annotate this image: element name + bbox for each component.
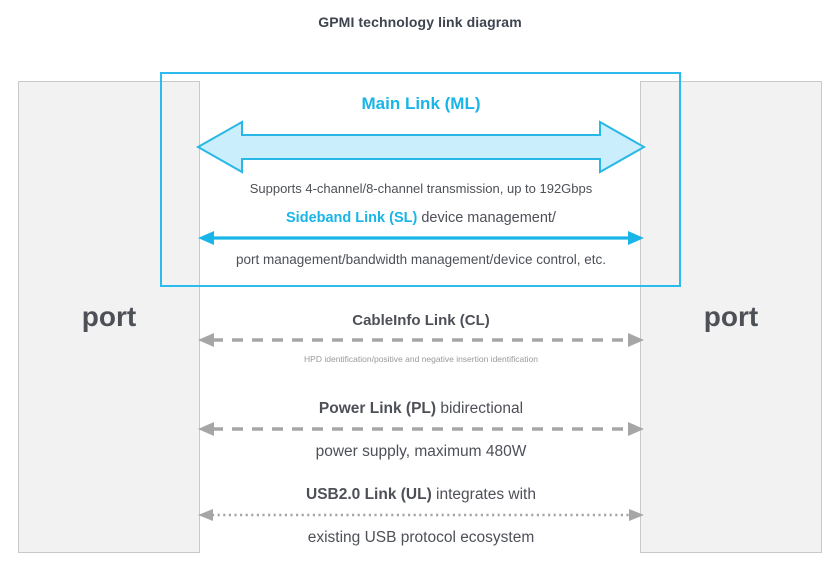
cableinfo-link-title: CableInfo Link (CL): [196, 310, 646, 331]
usb-link-suffix: integrates with: [431, 486, 536, 503]
usb-link-arrow: [196, 507, 646, 523]
solid-double-arrow-icon: [198, 231, 644, 245]
link-group-main: Main Link (ML) Supports 4-channel/8-chan…: [196, 93, 646, 198]
dashed-double-arrow-icon: [198, 422, 644, 436]
main-link-label: Main Link (ML): [361, 94, 481, 113]
sideband-link-caption: port management/bandwidth management/dev…: [236, 252, 606, 267]
power-link-title: Power Link (PL) bidirectional: [196, 398, 646, 420]
cableinfo-link-arrow: [196, 332, 646, 348]
port-box-left: port: [18, 81, 200, 553]
main-link-title: Main Link (ML): [196, 93, 646, 115]
sideband-link-arrow: [196, 230, 646, 246]
power-link-label: Power Link (PL): [318, 400, 437, 417]
link-group-cableinfo: CableInfo Link (CL) HPD identification/p…: [196, 310, 646, 366]
port-box-right: port: [640, 81, 822, 553]
port-label-left: port: [81, 301, 137, 332]
power-link-caption: power supply, maximum 480W: [315, 443, 527, 460]
main-link-arrow: [196, 116, 646, 178]
main-link-caption: Supports 4-channel/8-channel transmissio…: [249, 181, 593, 196]
link-group-power: Power Link (PL) bidirectional power supp…: [196, 398, 646, 463]
port-label-right: port: [703, 301, 759, 332]
power-link-arrow: [196, 421, 646, 437]
link-group-usb: USB2.0 Link (UL) integrates with existin…: [196, 484, 646, 549]
usb-link-label: USB2.0 Link (UL): [306, 486, 432, 503]
block-double-arrow-icon: [196, 120, 646, 174]
usb-link-title: USB2.0 Link (UL) integrates with: [196, 484, 646, 506]
power-link-suffix: bidirectional: [436, 400, 524, 417]
dashed-double-arrow-icon: [198, 333, 644, 347]
usb-link-caption: existing USB protocol ecosystem: [307, 529, 535, 546]
sideband-link-label: Sideband Link (SL): [286, 210, 418, 226]
cableinfo-link-caption: HPD identification/positive and negative…: [304, 354, 538, 364]
sideband-link-title: Sideband Link (SL) device management/: [196, 208, 646, 228]
link-group-sideband: Sideband Link (SL) device management/ po…: [196, 208, 646, 270]
dotted-double-arrow-icon: [198, 509, 644, 521]
cableinfo-link-label: CableInfo Link (CL): [352, 312, 490, 329]
page-title: GPMI technology link diagram: [318, 14, 522, 30]
highlight-rectangle: [160, 72, 681, 287]
sideband-link-suffix: device management/: [417, 210, 556, 226]
